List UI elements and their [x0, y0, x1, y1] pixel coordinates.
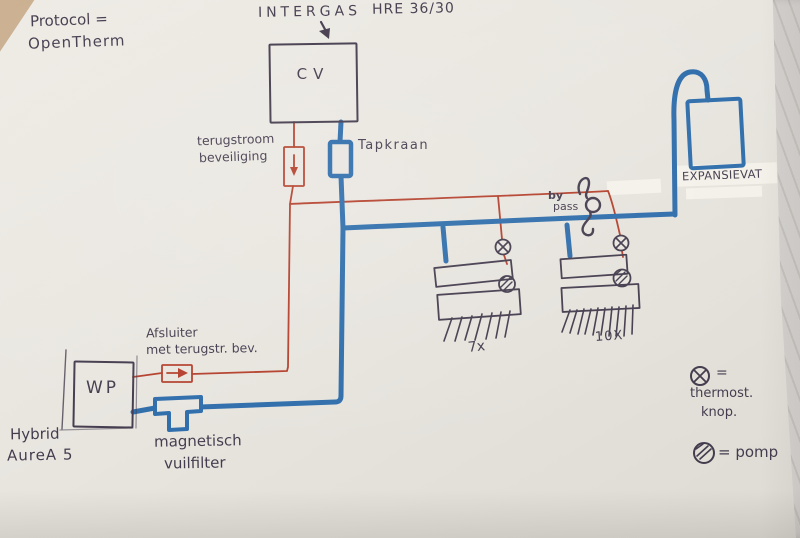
dirt-filter-symbol: [153, 395, 203, 432]
backflow-label-line1: terugstroom: [196, 130, 275, 149]
filter-label-line1: magnetisch: [153, 431, 242, 451]
check-valve-symbol: [161, 364, 193, 383]
legend-thermostat-line1: thermost.: [690, 386, 754, 401]
cv-boiler-box: [268, 42, 359, 124]
filter-label-line2: vuilfilter: [163, 453, 226, 473]
radiator-lines: [443, 310, 511, 342]
bypass-label-line1: by: [548, 189, 564, 202]
backflow-label-line2: beveiliging: [198, 147, 268, 166]
legend-pump-icon: [693, 442, 715, 464]
heat-pump-label: WP: [86, 378, 120, 398]
heat-pump-box: [59, 349, 138, 431]
manifold-group-1: [433, 259, 522, 342]
legend-pump-label: = pomp: [718, 443, 779, 461]
legend-thermostat-icon: [690, 366, 710, 386]
heat-pump-model-line2: AureA 5: [6, 445, 74, 465]
shutoff-valve-label-line1: Afsluiter: [145, 324, 198, 341]
group1-count-label: 7x: [467, 338, 486, 356]
bypass-label-line2: pass: [553, 200, 579, 213]
arrow-down-icon: [319, 20, 330, 39]
blue-return-pipe: [130, 69, 711, 415]
legend-thermostat-line2: knop.: [701, 405, 738, 420]
expansion-vessel-symbol: [685, 96, 746, 171]
heat-pump-model-line1: Hybrid: [9, 424, 60, 444]
tap-valve-label: Tapkraan: [358, 138, 430, 153]
tap-valve-symbol: [327, 139, 354, 179]
radiator-lines: [561, 304, 634, 337]
group2-count-label: 10X: [594, 328, 624, 345]
boiler-brand-label: INTERGAS: [257, 3, 362, 21]
backflow-protection-valve-symbol: [283, 146, 305, 187]
red-supply-pipe: [132, 121, 624, 378]
bypass-symbol: [577, 177, 602, 237]
thermostat-valve-icon: [612, 234, 630, 252]
boiler-model-label: HRE 36/30: [371, 0, 456, 18]
thermostat-valve-icon: [494, 238, 512, 256]
manifold-group-2: [559, 253, 641, 337]
shutoff-valve-label-line2: met terugstr. bev.: [145, 340, 258, 357]
protocol-label-line2: OpenTherm: [27, 31, 126, 53]
expansion-vessel-label: EXPANSIEVAT: [681, 166, 763, 184]
cv-label: CV: [296, 65, 330, 83]
protocol-label-line1: Protocol =: [29, 9, 109, 31]
legend-thermostat-equals: =: [716, 365, 728, 381]
